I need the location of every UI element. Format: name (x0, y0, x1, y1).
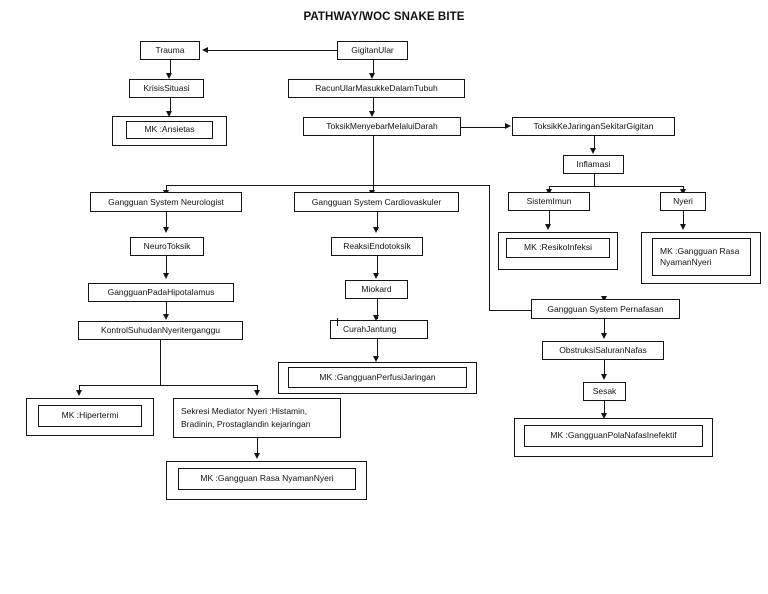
node-mk-nyaman-nyeri-kanan[interactable]: MK :Gangguan Rasa NyamanNyeri (652, 238, 751, 276)
node-mk-nyaman-nyeri-bawah[interactable]: MK :Gangguan Rasa NyamanNyeri (178, 468, 356, 490)
node-curah-jantung[interactable]: CurahJantung (330, 320, 428, 339)
arrowhead-to-curah-jantung (373, 315, 379, 321)
node-inflamasi[interactable]: Inflamasi (563, 155, 624, 174)
connector-jaringan-to-inflamasi (593, 136, 595, 150)
node-reaksi-endotoksik[interactable]: ReaksiEndotoksik (331, 237, 423, 256)
connector-curah-to-perfusi (376, 339, 378, 359)
connector-toksik-bus (166, 185, 489, 186)
node-miokard[interactable]: Miokard (345, 280, 408, 299)
connector-kontrol-bus (79, 385, 257, 386)
node-gangguan-neurologist[interactable]: Gangguan System Neurologist (90, 192, 242, 212)
arrowhead-to-krisis (166, 73, 172, 79)
arrowhead-to-mk-nyeri-kanan (679, 224, 686, 230)
arrowhead-to-endotoksik (373, 227, 379, 233)
connector-kontrol-drop (159, 340, 161, 385)
connector-toksik-to-jaringan (461, 126, 506, 128)
connector-trauma-to-krisis (169, 60, 171, 75)
connector-bus-center-leg (372, 185, 374, 193)
connector-krisis-to-ansietas (169, 98, 171, 113)
connector-racun-to-toksik (372, 98, 374, 113)
arrowhead-to-resiko-infeksi (545, 224, 551, 230)
node-mk-pola-nafas[interactable]: MK :GangguanPolaNafasInefektif (524, 425, 703, 447)
arrowhead-to-jaringan (505, 123, 511, 129)
node-obstruksi-saluran-nafas[interactable]: ObstruksiSaluranNafas (542, 341, 664, 360)
node-sistem-imun[interactable]: SistemImun (508, 192, 590, 211)
node-mk-hipertermi[interactable]: MK :Hipertermi (38, 405, 142, 427)
arrowhead-to-mk-nyaman-bawah (253, 453, 260, 459)
arrowhead-to-kontrol-suhu (162, 314, 169, 320)
node-sesak[interactable]: Sesak (583, 382, 626, 401)
node-krisis-situasi[interactable]: KrisisSituasi (129, 79, 204, 98)
node-sekresi-mediator[interactable]: Sekresi Mediator Nyeri :Histamin, Bradin… (173, 398, 341, 438)
decrease-arrow-stem (336, 318, 338, 326)
arrowhead-to-hipotalamus (162, 273, 169, 279)
node-gangguan-hipotalamus[interactable]: GangguanPadaHipotalamus (88, 283, 234, 302)
node-racun-masuk[interactable]: RacunUlarMasukkeDalamTubuh (288, 79, 465, 98)
node-neuro-toksik[interactable]: NeuroToksik (130, 237, 204, 256)
node-mk-resiko-infeksi[interactable]: MK :ResikoInfeksi (506, 238, 610, 258)
connector-kontrol-left-leg (79, 385, 80, 393)
connector-miokard-to-curah (376, 299, 378, 319)
arrowhead-to-mk-pola-nafas (600, 413, 607, 419)
node-mk-perfusi-jaringan[interactable]: MK :GangguanPerfusiJaringan (288, 367, 467, 388)
connector-inflamasi-drop (593, 174, 595, 186)
arrowhead-to-obstruksi (600, 333, 607, 339)
node-gangguan-cardiovaskuler[interactable]: Gangguan System Cardiovaskuler (294, 192, 459, 212)
connector-obstruksi-to-sesak (604, 360, 605, 376)
arrowhead-to-hipertermi (75, 390, 82, 396)
connector-cardio-to-endotoksik (376, 212, 378, 230)
node-toksik-menyebar[interactable]: ToksikMenyebarMelaluiDarah (303, 117, 461, 136)
node-mk-ansietas[interactable]: MK :Ansietas (126, 121, 213, 139)
connector-gigitanular-to-trauma (208, 50, 337, 51)
arrowhead-to-miokard (373, 273, 379, 279)
connector-hipotalamus-to-kontrol (166, 302, 167, 316)
arrowhead-to-neurotoksik (162, 227, 169, 233)
connector-gigitan-to-racun (372, 60, 374, 75)
arrowhead-to-ansietas (166, 111, 172, 117)
connector-bus-right-leg (488, 185, 490, 310)
arrowhead-to-sekresi (253, 390, 260, 396)
arrowhead-to-sesak (600, 374, 607, 380)
node-toksik-ke-jaringan[interactable]: ToksikKeJaringanSekitarGigitan (512, 117, 675, 136)
node-gigitan-ular[interactable]: GigitanUlar (337, 41, 408, 60)
connector-pernafasan-to-obstruksi (604, 319, 605, 335)
arrowhead-to-perfusi (373, 356, 379, 362)
connector-imun-to-resiko (548, 211, 550, 227)
node-nyeri[interactable]: Nyeri (660, 192, 706, 211)
connector-toksik-drop (372, 136, 374, 185)
connector-kontrol-right-leg (257, 385, 258, 393)
arrowhead-to-toksik-menyebar (369, 111, 375, 117)
page-title: PATHWAY/WOC SNAKE BITE (303, 11, 465, 23)
arrowhead-to-inflamasi (590, 148, 596, 154)
node-trauma[interactable]: Trauma (140, 41, 200, 60)
connector-endotoksik-to-miokard (376, 256, 378, 276)
connector-neurologist-to-neurotoksik (166, 212, 167, 230)
connector-neurotoksik-to-hipotalamus (166, 256, 167, 276)
connector-sesak-to-mk-pola (604, 401, 605, 415)
connector-bus-left-leg (166, 185, 167, 193)
connector-inflamasi-bus (549, 186, 683, 187)
connector-sekresi-to-mk-nyaman (257, 438, 258, 456)
arrowhead-to-racun (369, 73, 375, 79)
node-gangguan-pernafasan[interactable]: Gangguan System Pernafasan (531, 299, 680, 319)
arrowhead-to-trauma (202, 46, 208, 53)
connector-nyeri-to-mk (683, 211, 684, 227)
node-kontrol-suhu[interactable]: KontrolSuhudanNyeriterganggu (78, 321, 243, 340)
